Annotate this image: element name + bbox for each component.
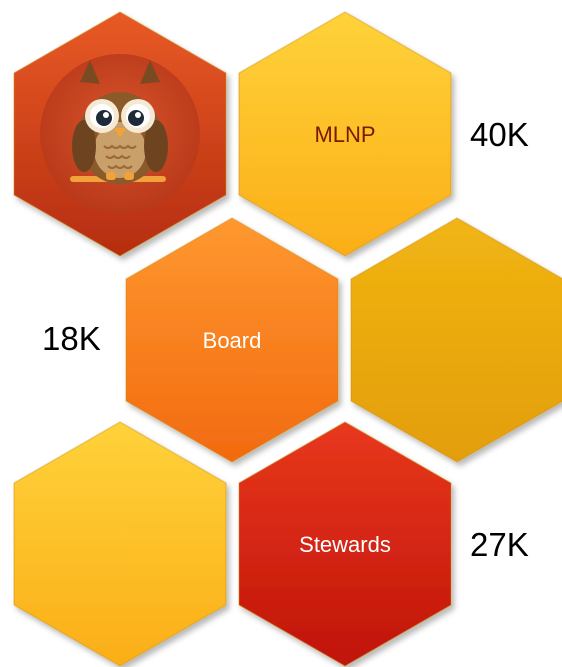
hex-board [125,217,339,463]
hex-mlnp [238,11,452,257]
hex-blank-yellow [13,421,227,667]
board-value: 18K [42,320,101,357]
mlnp-value: 40K [470,116,529,153]
hex-board-label: Board [203,328,262,353]
hex-stewards-label: Stewards [299,532,391,557]
hex-mlnp-label: MLNP [314,122,375,147]
hex-stewards [238,421,452,667]
owl-logo-icon [40,54,200,214]
hex-blank-gold [350,217,562,463]
stewards-value: 27K [470,526,529,563]
